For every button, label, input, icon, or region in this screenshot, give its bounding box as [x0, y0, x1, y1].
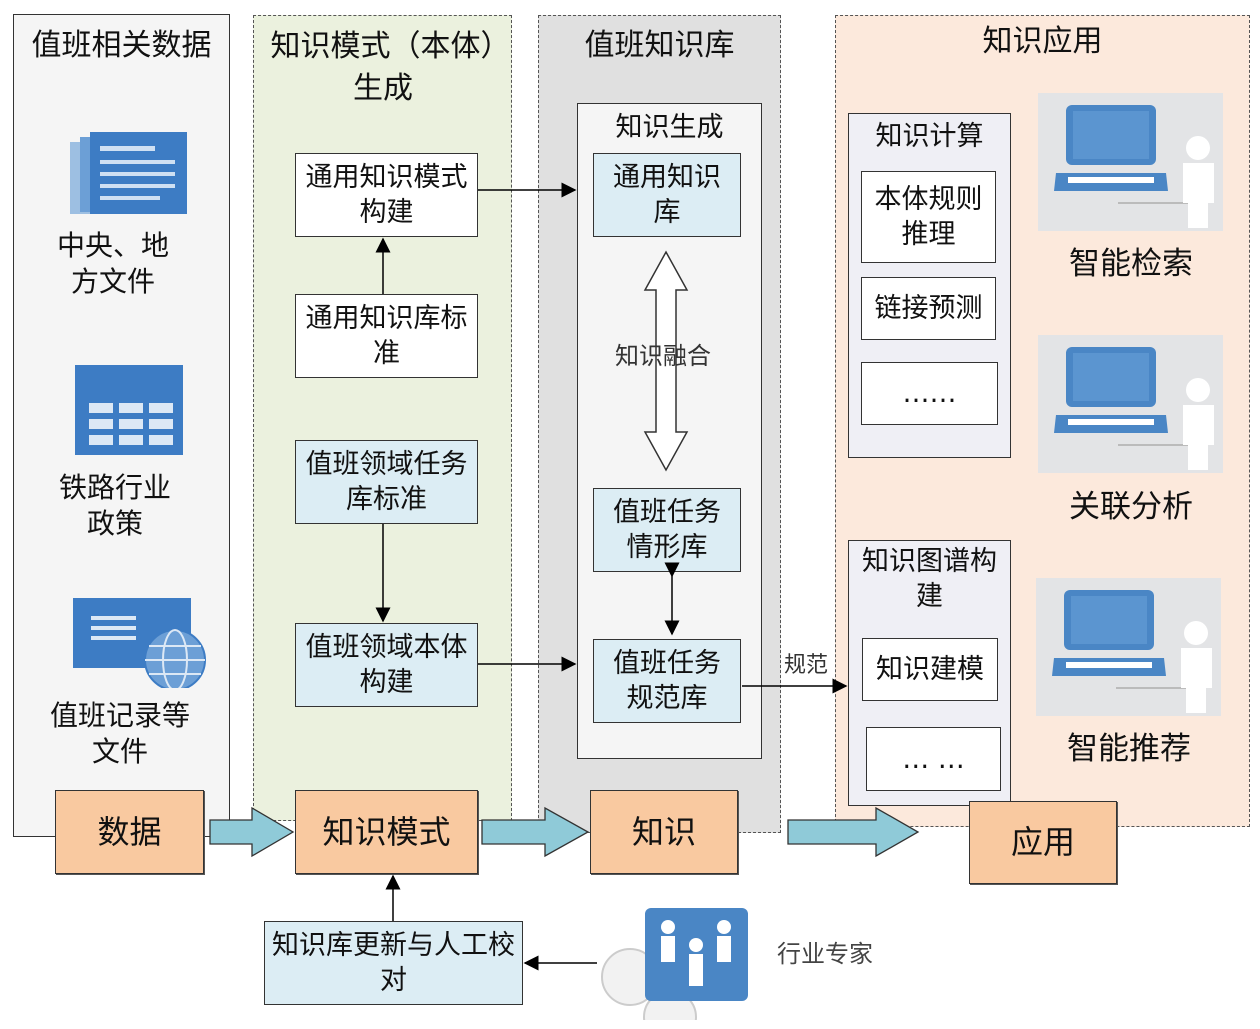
data-item-label: 中央、地方文件	[56, 229, 169, 298]
model-panel-title: 知识模式（本体）生成	[270, 29, 496, 106]
duty-ontology-box: 值班领域本体构建	[295, 623, 478, 707]
duty-task-standard-box: 值班领域任务库标准	[295, 440, 478, 524]
knowledge-graph-title: 知识图谱构建	[862, 546, 997, 612]
kb-update-box: 知识库更新与人工校对	[264, 921, 523, 1005]
stage-schema: 知识模式	[295, 790, 478, 874]
flow-arrow	[209, 806, 295, 858]
data-item-label: 铁路行业政策	[58, 471, 171, 540]
data-panel-title: 值班相关数据	[31, 28, 212, 63]
app-label: 智能推荐	[1067, 731, 1191, 767]
stage-knowledge: 知识	[590, 790, 738, 874]
stage-application: 应用	[969, 801, 1117, 884]
duty-norm-kb-box: 值班任务规范库	[593, 639, 741, 723]
document-icon	[70, 132, 187, 214]
general-kb-standard-box: 通用知识库标准	[295, 294, 478, 378]
spreadsheet-icon	[75, 365, 183, 455]
web-document-icon	[73, 598, 206, 688]
more-compute-box: ……	[861, 362, 998, 425]
more-graph-box: … …	[866, 727, 1001, 791]
fusion-label: 知识融合	[615, 342, 711, 370]
ontology-reasoning-box: 本体规则推理	[861, 171, 996, 263]
knowledge-compute-title: 知识计算	[875, 121, 984, 152]
fusion-double-arrow	[643, 250, 689, 472]
data-item-label: 值班记录等文件	[50, 699, 191, 768]
general-schema-box: 通用知识模式构建	[295, 153, 478, 237]
app-label: 智能检索	[1069, 246, 1193, 282]
app-panel-title: 知识应用	[982, 24, 1103, 59]
flow-arrow	[787, 806, 920, 858]
kb-panel-title: 值班知识库	[584, 28, 735, 63]
link-prediction-box: 链接预测	[861, 277, 996, 340]
norm-label: 规范	[783, 653, 828, 678]
knowledge-modeling-box: 知识建模	[862, 638, 998, 701]
stage-data: 数据	[55, 790, 204, 874]
expert-group-icon	[601, 908, 748, 1020]
app-label: 关联分析	[1069, 489, 1193, 525]
expert-label: 行业专家	[777, 940, 873, 968]
duty-scenario-kb-box: 值班任务情形库	[593, 488, 741, 572]
knowledge-generation-title: 知识生成	[615, 112, 724, 143]
general-kb-box: 通用知识库	[593, 153, 741, 237]
flow-arrow	[481, 806, 590, 858]
